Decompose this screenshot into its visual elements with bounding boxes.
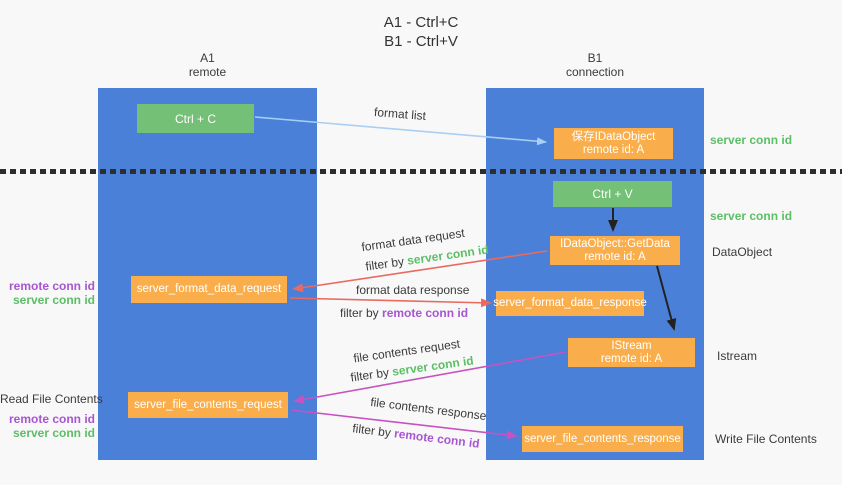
ctrl-v-label: Ctrl + V xyxy=(592,187,633,201)
server-format-data-response-node: server_format_data_response xyxy=(493,291,647,316)
server-file-contents-response-label: server_file_contents_response xyxy=(524,432,681,445)
remote-conn-id-key: remote conn id xyxy=(393,426,481,451)
file-contents-response-filter-label: filter by remote conn id xyxy=(352,421,481,451)
idataobject-getdata-node: IDataObject::GetData remote id: A xyxy=(550,236,680,265)
server-file-contents-request-node: server_file_contents_request xyxy=(128,392,288,418)
server-conn-id-label: server conn id xyxy=(12,426,95,440)
ctrl-v-node: Ctrl + V xyxy=(553,181,672,207)
remote-conn-id-label: remote conn id xyxy=(8,412,95,426)
dataobject-label: DataObject xyxy=(712,245,773,259)
title-line-1: A1 - Ctrl+C xyxy=(383,14,459,31)
file-contents-response-label: file contents response xyxy=(369,394,488,424)
remote-conn-id-label: remote conn id xyxy=(8,279,95,293)
server-format-data-request-node: server_format_data_request xyxy=(131,276,287,303)
save-idataobject-node: 保存IDataObject remote id: A xyxy=(554,128,673,159)
title-line-2: B1 - Ctrl+V xyxy=(384,33,458,50)
lane-b-title: B1 xyxy=(587,51,603,65)
dotted-separator-line xyxy=(0,169,842,174)
server-file-contents-response-node: server_file_contents_response xyxy=(522,426,683,452)
format-data-response-label: format data response xyxy=(356,283,470,297)
istream-node: IStream remote id: A xyxy=(568,338,695,367)
ctrl-c-label: Ctrl + C xyxy=(174,111,216,126)
lane-b-header: B1 connection xyxy=(486,51,704,79)
server-format-data-response-label: server_format_data_response xyxy=(493,297,647,309)
ctrl-c-node: Ctrl + C xyxy=(137,104,254,133)
read-file-contents-label: Read File Contents xyxy=(0,392,103,406)
filter-by-text: filter by xyxy=(340,306,379,320)
istream-line2: remote id: A xyxy=(600,352,663,365)
lane-a-header: A1 remote xyxy=(98,51,317,79)
format-list-label: format list xyxy=(373,104,427,124)
server-file-contents-request-label: server_file_contents_request xyxy=(134,398,282,411)
server-conn-id-label: server conn id xyxy=(12,293,95,307)
filter-by-text: filter by xyxy=(364,254,405,274)
getdata-line1: IDataObject::GetData xyxy=(560,237,670,250)
getdata-line2: remote id: A xyxy=(584,250,646,263)
server-format-data-request-label: server_format_data_request xyxy=(136,283,282,295)
server-conn-id-top-label: server conn id xyxy=(710,133,793,147)
save-idataobject-line2: remote id: A xyxy=(582,143,645,156)
diagram-title: A1 - Ctrl+C B1 - Ctrl+V xyxy=(0,13,842,51)
lane-a-subtitle: remote xyxy=(188,65,227,79)
filter-by-text: filter by xyxy=(349,365,390,385)
left-conn-id-labels-top: remote conn id server conn id xyxy=(0,279,95,307)
save-idataobject-line1: 保存IDataObject xyxy=(571,130,656,143)
format-data-response-arrow xyxy=(289,297,492,308)
istream-line1: IStream xyxy=(611,339,652,352)
write-file-contents-label: Write File Contents xyxy=(715,432,817,446)
lane-a-title: A1 xyxy=(200,51,215,65)
filter-by-text: filter by xyxy=(351,421,392,440)
remote-conn-id-key: remote conn id xyxy=(382,306,469,320)
format-data-response-filter-label: filter by remote conn id xyxy=(340,306,468,320)
lane-b-subtitle: connection xyxy=(565,65,625,79)
left-conn-id-labels-bottom: remote conn id server conn id xyxy=(0,412,95,440)
istream-side-label: Istream xyxy=(717,349,758,363)
server-conn-id-mid-label: server conn id xyxy=(710,209,793,223)
